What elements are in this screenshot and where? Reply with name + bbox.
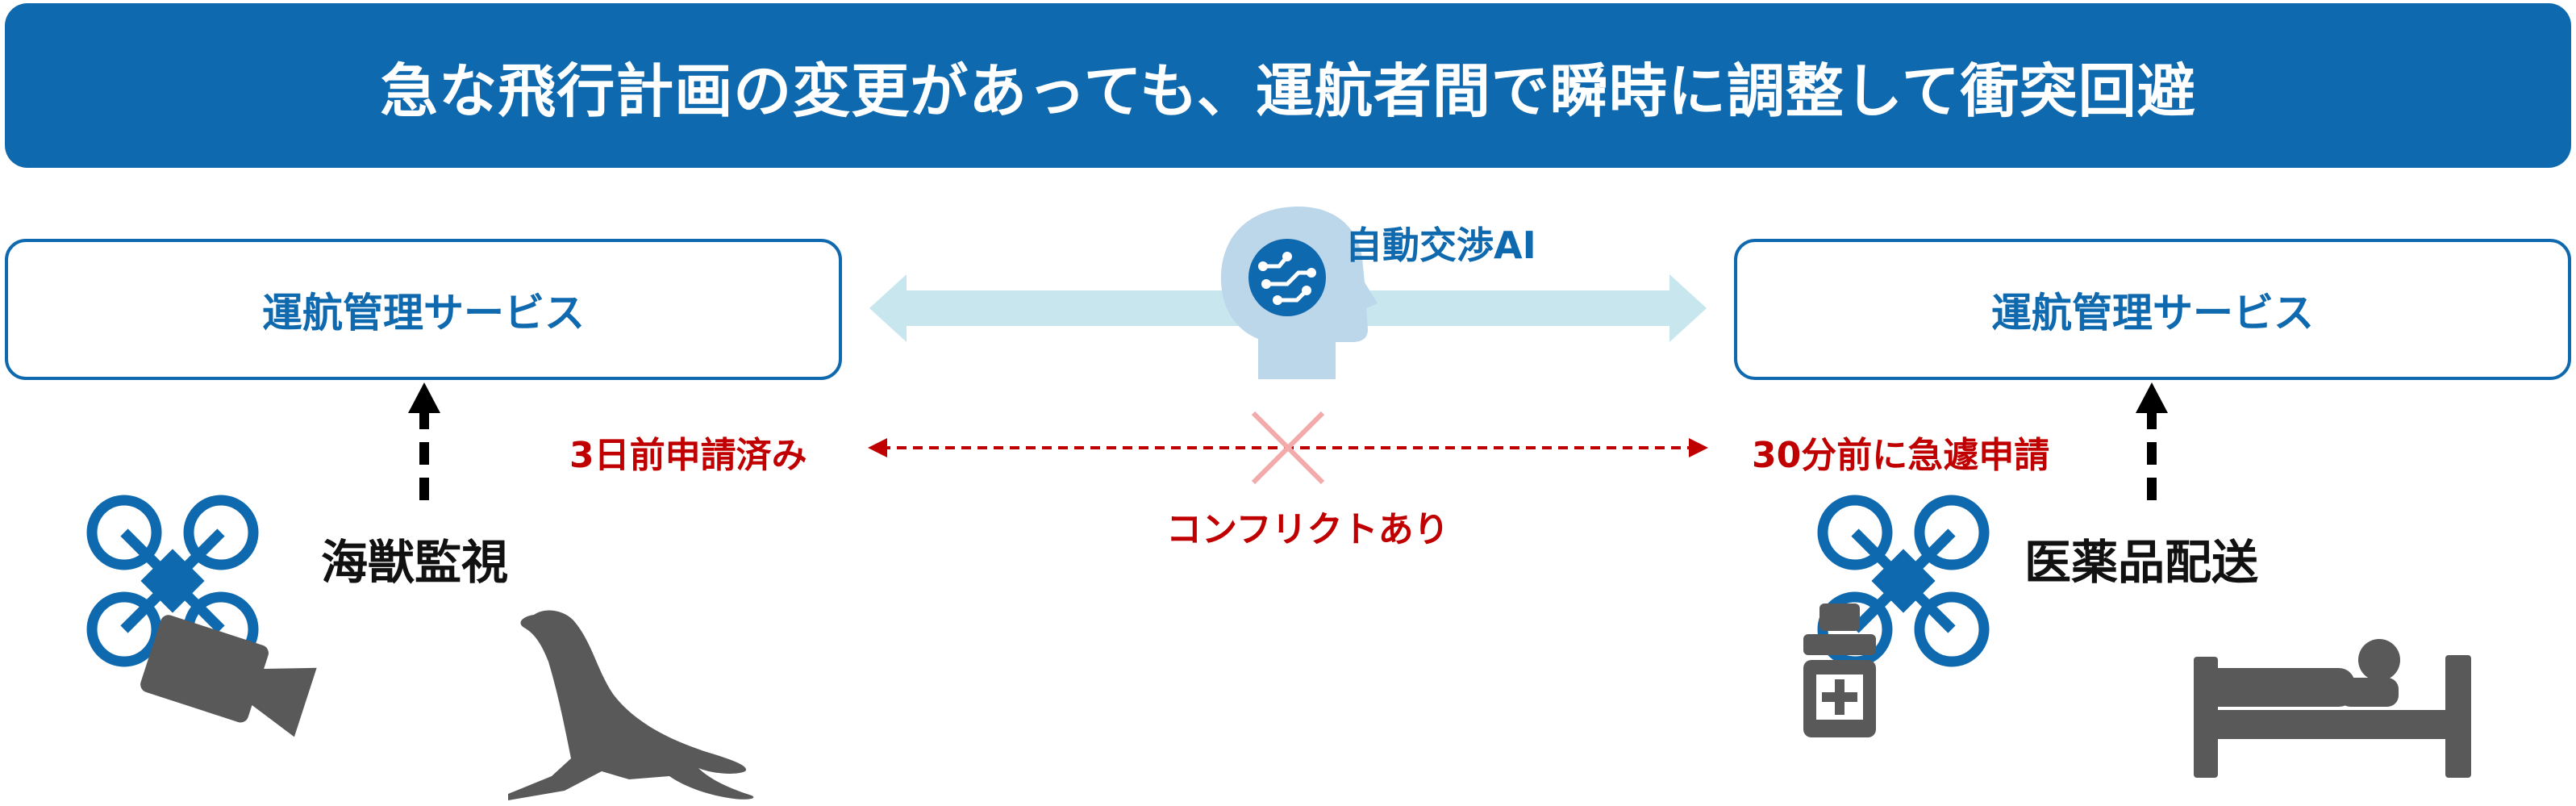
conflict-x-icon bbox=[1251, 411, 1325, 485]
conflict-label: コンフリクトあり bbox=[1166, 509, 1449, 550]
banner-title: 急な飛行計画の変更があっても、運航者間で瞬時に調整して衝突回避 bbox=[380, 56, 2196, 125]
medicine-bottle-icon bbox=[1803, 603, 1876, 737]
title-banner: 急な飛行計画の変更があっても、運航者間で瞬時に調整して衝突回避 bbox=[5, 3, 2571, 168]
ai-label: 自動交渉AI bbox=[1345, 223, 1536, 267]
left-request-label: 3日前申請済み bbox=[569, 435, 807, 476]
left-use-case-label: 海獣監視 bbox=[321, 535, 509, 590]
right-up-arrow bbox=[2136, 382, 2168, 500]
right-service-box: 運航管理サービス bbox=[1734, 239, 2571, 380]
left-service-box: 運航管理サービス bbox=[5, 239, 842, 380]
right-request-label: 30分前に急遽申請 bbox=[1752, 435, 2050, 476]
drone-icon bbox=[86, 495, 259, 667]
bed-patient-icon bbox=[2194, 639, 2471, 778]
sea-lion-icon bbox=[508, 610, 754, 800]
right-use-case-label: 医薬品配送 bbox=[2024, 535, 2259, 590]
left-up-arrow bbox=[408, 382, 440, 500]
ai-head-icon bbox=[1220, 207, 1378, 379]
video-camera-icon bbox=[140, 615, 317, 737]
